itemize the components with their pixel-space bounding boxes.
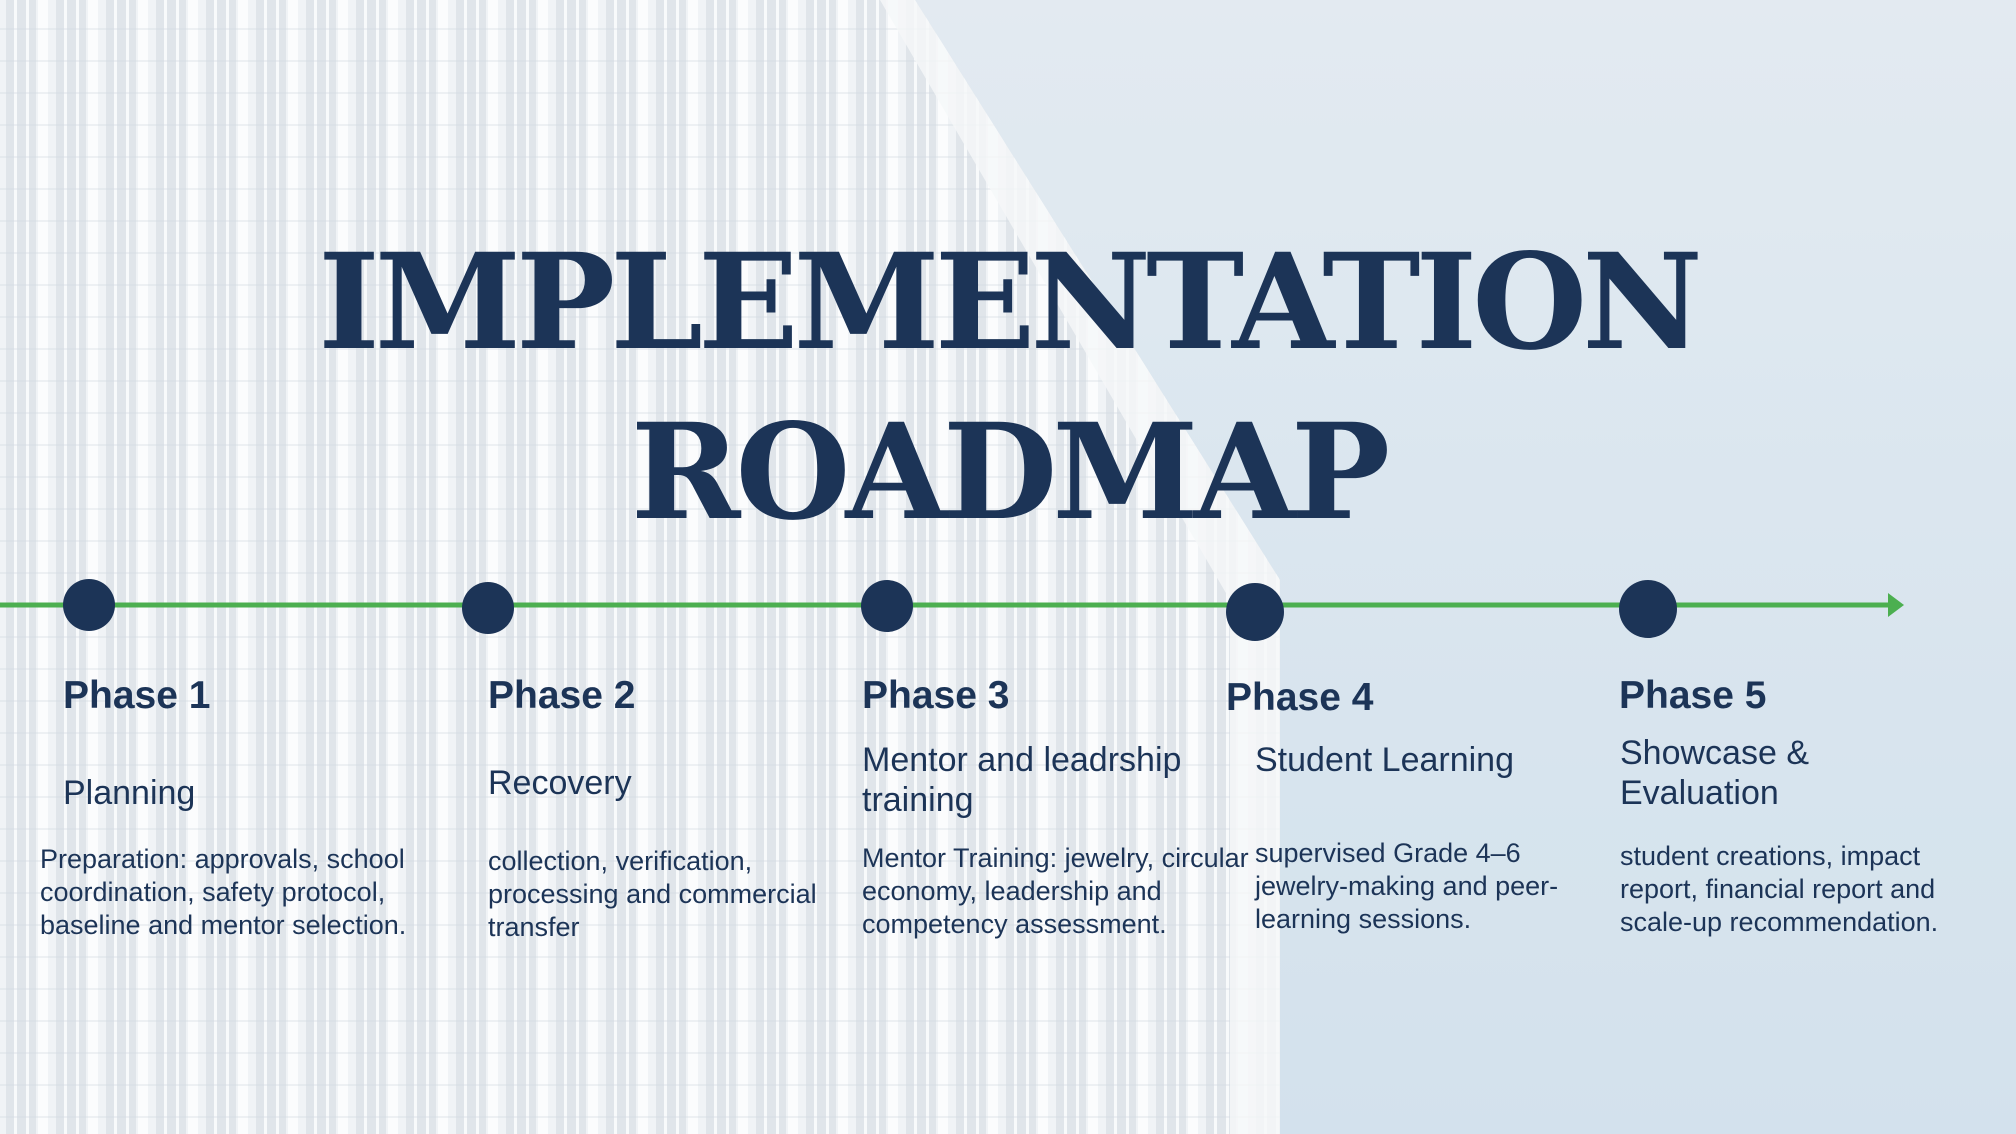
page-title: IMPLEMENTATION ROADMAP [0, 218, 2016, 558]
phase-1-title: Phase 1 [63, 674, 211, 717]
phase-4-description: supervised Grade 4–6 jewelry-making and … [1255, 838, 1559, 934]
phase-3-marker [861, 580, 913, 632]
phase-5-title: Phase 5 [1619, 674, 1767, 717]
phase-4-marker [1226, 583, 1284, 641]
phase-5-name: Showcase & Evaluation [1620, 734, 1809, 812]
phase-4-name: Student Learning [1255, 741, 1514, 779]
phase-3-title: Phase 3 [862, 674, 1010, 717]
phase-4-title: Phase 4 [1226, 676, 1374, 719]
phase-1-marker [63, 579, 115, 631]
phase-2-marker [462, 582, 514, 634]
phase-3-name: Mentor and leadrship training [862, 741, 1182, 819]
phase-1-name: Planning [63, 774, 196, 812]
phase-3-description: Mentor Training: jewelry, circular econo… [862, 843, 1249, 939]
timeline-arrow-head [1888, 593, 1904, 617]
phase-2-description: collection, verification, processing and… [488, 846, 817, 942]
title-line-2: ROADMAP [630, 395, 1390, 550]
phase-1-description: Preparation: approvals, school coordinat… [40, 844, 407, 940]
phase-5-marker [1619, 580, 1677, 638]
phase-2-name: Recovery [488, 764, 632, 802]
phase-2-title: Phase 2 [488, 674, 636, 717]
title-line-1: IMPLEMENTATION [318, 225, 1703, 380]
phase-5-description: student creations, impact report, financ… [1620, 841, 1939, 937]
